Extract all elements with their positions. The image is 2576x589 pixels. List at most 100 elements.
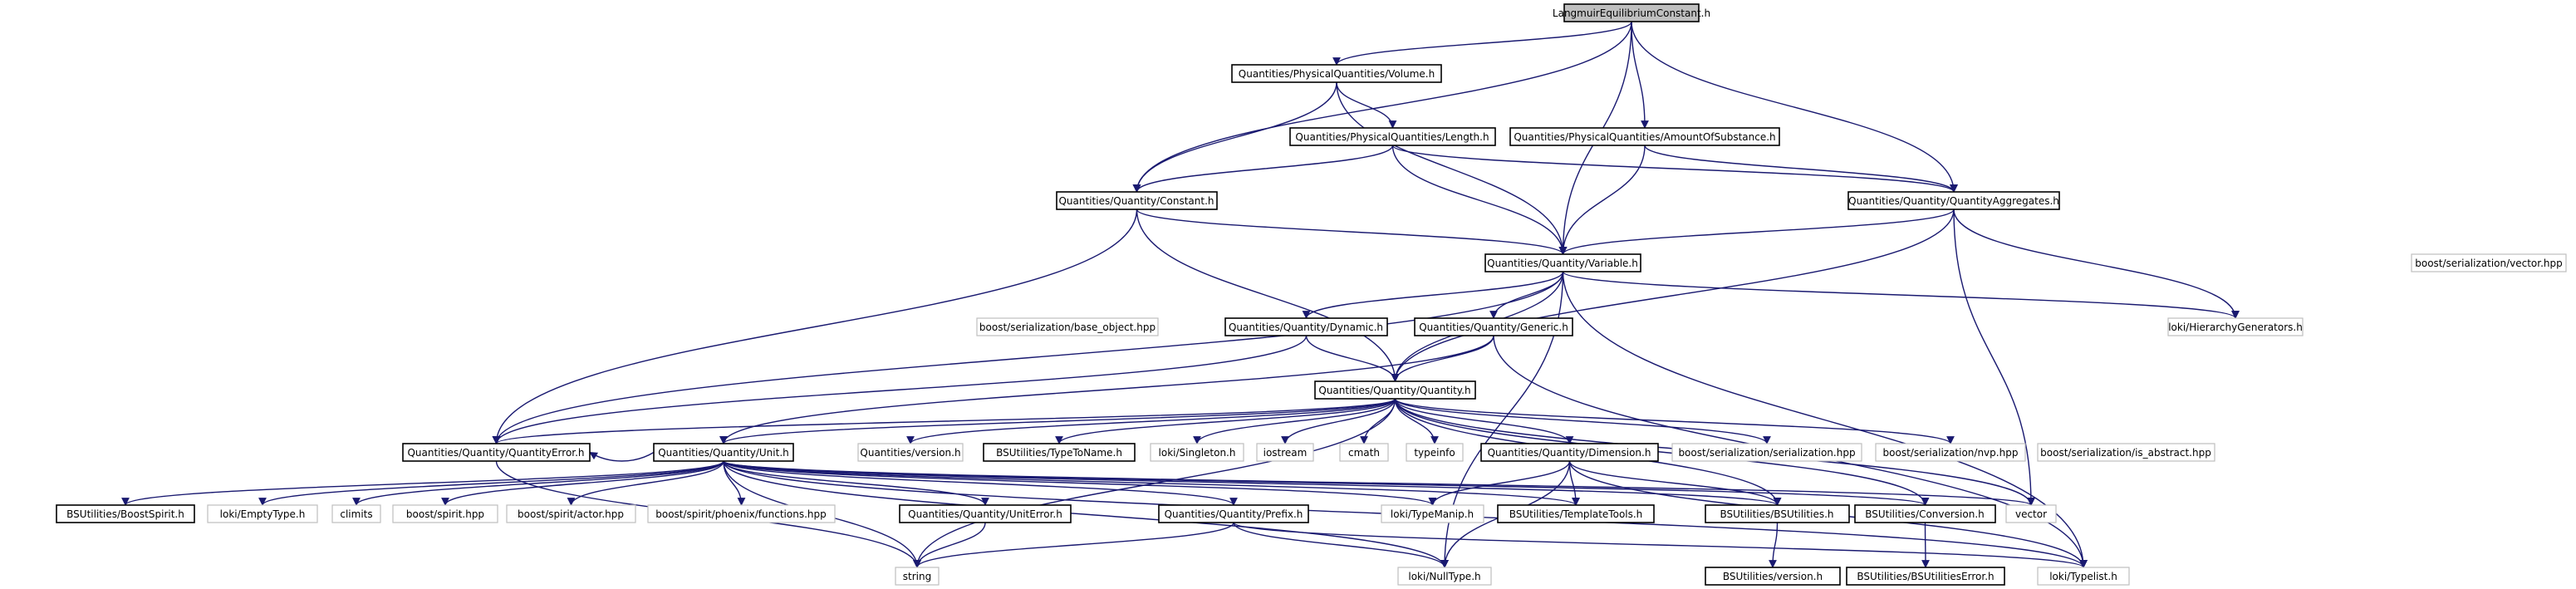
svg-text:Quantities/PhysicalQuantities/: Quantities/PhysicalQuantities/AmountOfSu… [1514, 131, 1775, 143]
node-nvp[interactable]: boost/serialization/nvp.hpp [1875, 443, 2026, 462]
edge-unit-to-typemanip [723, 460, 1437, 506]
svg-text:iostream: iostream [1263, 447, 1308, 459]
node-bsutilities[interactable]: BSUtilities/BSUtilities.h [1705, 504, 1850, 523]
edge-amount-to-variable [1558, 145, 1646, 255]
svg-text:Quantities/PhysicalQuantities/: Quantities/PhysicalQuantities/Length.h [1295, 131, 1489, 143]
node-version[interactable]: Quantities/version.h [857, 443, 964, 462]
svg-text:Quantities/Quantity/UnitError.: Quantities/Quantity/UnitError.h [908, 508, 1062, 520]
node-typelist[interactable]: loki/Typelist.h [2037, 567, 2130, 586]
edge-amount-to-aggregates [1644, 145, 1958, 193]
edge-dynamic-to-quantity [1305, 335, 1400, 382]
edge-length-to-constant [1132, 145, 1394, 193]
node-actor[interactable]: boost/spirit/actor.hpp [506, 504, 636, 523]
node-conversion[interactable]: BSUtilities/Conversion.h [1854, 504, 1996, 523]
svg-text:climits: climits [340, 508, 372, 520]
node-unit[interactable]: Quantities/Quantity/Unit.h [653, 443, 794, 462]
node-singleton[interactable]: loki/Singleton.h [1150, 443, 1244, 462]
node-typemanip[interactable]: loki/TypeManip.h [1381, 504, 1484, 523]
svg-text:typeinfo: typeinfo [1414, 447, 1455, 459]
node-root[interactable]: LangmuirEquilibriumConstant.h [1553, 3, 1710, 22]
svg-text:BSUtilities/BSUtilities.h: BSUtilities/BSUtilities.h [1720, 508, 1833, 520]
edge-constant-to-variable [1136, 209, 1568, 255]
edge-dimension-to-typemanip [1428, 460, 1571, 506]
node-base-object[interactable]: boost/serialization/base_object.hpp [976, 317, 1159, 336]
edge-length-to-variable [1391, 145, 1568, 255]
edge-unit-to-bsutilities [723, 460, 1781, 506]
edge-quantity-to-qerror [492, 398, 1396, 444]
edge-unit-to-climits [352, 460, 724, 506]
node-cmath[interactable]: cmath [1339, 443, 1389, 462]
node-dimension[interactable]: Quantities/Quantity/Dimension.h [1480, 443, 1659, 462]
node-aggregates[interactable]: Quantities/Quantity/QuantityAggregates.h [1847, 191, 2060, 210]
node-bserror[interactable]: BSUtilities/BSUtilitiesError.h [1846, 567, 2005, 586]
svg-text:Quantities/Quantity/Constant.h: Quantities/Quantity/Constant.h [1058, 195, 1214, 207]
node-quantity[interactable]: Quantities/Quantity/Quantity.h [1314, 380, 1476, 400]
svg-text:loki/NullType.h: loki/NullType.h [1408, 571, 1480, 582]
edge-bsutilities-to-bsversion [1769, 522, 1779, 568]
svg-text:Quantities/Quantity/Generic.h: Quantities/Quantity/Generic.h [1419, 321, 1568, 333]
node-variable[interactable]: Quantities/Quantity/Variable.h [1484, 253, 1641, 272]
svg-text:cmath: cmath [1348, 447, 1380, 459]
edge-prefix-to-nulltype [1233, 522, 1449, 568]
node-bsversion[interactable]: BSUtilities/version.h [1705, 567, 1841, 586]
node-serialization[interactable]: boost/serialization/serialization.hpp [1671, 443, 1862, 462]
edge-quantity-to-typeinfo [1394, 398, 1439, 444]
node-vector[interactable]: vector [2005, 504, 2057, 523]
node-phoenix[interactable]: boost/spirit/phoenix/functions.hpp [647, 504, 836, 523]
node-spirit[interactable]: boost/spirit.hpp [392, 504, 498, 523]
svg-text:vector: vector [2015, 508, 2047, 520]
node-typeinfo[interactable]: typeinfo [1406, 443, 1464, 462]
svg-text:loki/Typelist.h: loki/Typelist.h [2049, 571, 2117, 582]
edge-volume-to-constant [1132, 81, 1337, 193]
edge-root-to-aggregates [1631, 21, 1958, 193]
node-templatetools[interactable]: BSUtilities/TemplateTools.h [1497, 504, 1655, 523]
svg-text:loki/TypeManip.h: loki/TypeManip.h [1391, 508, 1474, 520]
svg-text:Quantities/Quantity/QuantityAg: Quantities/Quantity/QuantityAggregates.h [1848, 195, 2059, 207]
edge-unit-to-nulltype [723, 460, 1449, 568]
svg-text:loki/EmptyType.h: loki/EmptyType.h [220, 508, 306, 520]
node-uniterror[interactable]: Quantities/Quantity/UnitError.h [899, 504, 1072, 523]
node-ser-vector[interactable]: boost/serialization/vector.hpp [2411, 253, 2567, 272]
node-emptytype[interactable]: loki/EmptyType.h [207, 504, 318, 523]
edge-volume-to-variable [1336, 81, 1568, 255]
edge-unit-to-boostspirit [121, 460, 724, 506]
node-boostspirit[interactable]: BSUtilities/BoostSpirit.h [56, 504, 195, 523]
node-climits[interactable]: climits [331, 504, 381, 523]
edge-quantity-to-iostream [1281, 398, 1396, 444]
edge-aggregates-to-quantity [1391, 209, 1955, 382]
node-iostream[interactable]: iostream [1256, 443, 1314, 462]
node-prefix[interactable]: Quantities/Quantity/Prefix.h [1158, 504, 1309, 523]
svg-text:loki/Singleton.h: loki/Singleton.h [1159, 447, 1236, 459]
node-volume[interactable]: Quantities/PhysicalQuantities/Volume.h [1231, 64, 1442, 83]
node-nulltype[interactable]: loki/NullType.h [1397, 567, 1492, 586]
svg-text:LangmuirEquilibriumConstant.h: LangmuirEquilibriumConstant.h [1553, 7, 1710, 19]
node-amount[interactable]: Quantities/PhysicalQuantities/AmountOfSu… [1509, 127, 1780, 146]
node-constant[interactable]: Quantities/Quantity/Constant.h [1056, 191, 1218, 210]
edge-unit-to-prefix [723, 460, 1238, 506]
svg-text:BSUtilities/Conversion.h: BSUtilities/Conversion.h [1865, 508, 1985, 520]
node-dynamic[interactable]: Quantities/Quantity/Dynamic.h [1224, 317, 1388, 336]
edge-root-to-amount [1631, 21, 1649, 129]
edge-length-to-aggregates [1391, 145, 1958, 193]
edge-quantity-to-unit [719, 398, 1396, 444]
node-qerror[interactable]: Quantities/Quantity/QuantityError.h [402, 443, 591, 462]
edge-aggregates-to-variable [1558, 209, 1955, 255]
node-string[interactable]: string [895, 567, 940, 586]
svg-text:Quantities/Quantity/Quantity.h: Quantities/Quantity/Quantity.h [1318, 385, 1470, 396]
edge-dynamic-to-qerror [492, 335, 1308, 444]
edge-volume-to-length [1336, 81, 1397, 129]
node-length[interactable]: Quantities/PhysicalQuantities/Length.h [1289, 127, 1496, 146]
svg-text:Quantities/version.h: Quantities/version.h [860, 447, 960, 459]
node-generic[interactable]: Quantities/Quantity/Generic.h [1414, 317, 1573, 336]
svg-text:boost/serialization/nvp.hpp: boost/serialization/nvp.hpp [1883, 447, 2019, 459]
edge-quantity-to-nvp [1394, 398, 1955, 444]
edge-unit-to-templatetools [723, 460, 1580, 506]
node-hierarchy[interactable]: loki/HierarchyGenerators.h [2167, 317, 2304, 336]
svg-text:BSUtilities/TypeToName.h: BSUtilities/TypeToName.h [996, 447, 1122, 459]
svg-text:BSUtilities/TemplateTools.h: BSUtilities/TemplateTools.h [1509, 508, 1643, 520]
edge-prefix-to-typelist [1233, 522, 2088, 568]
node-typetoname[interactable]: BSUtilities/TypeToName.h [983, 443, 1136, 462]
node-is-abstract[interactable]: boost/serialization/is_abstract.hpp [2037, 443, 2215, 462]
svg-text:Quantities/Quantity/QuantityEr: Quantities/Quantity/QuantityError.h [407, 447, 584, 459]
edge-dimension-to-bsutilities [1568, 460, 1782, 506]
